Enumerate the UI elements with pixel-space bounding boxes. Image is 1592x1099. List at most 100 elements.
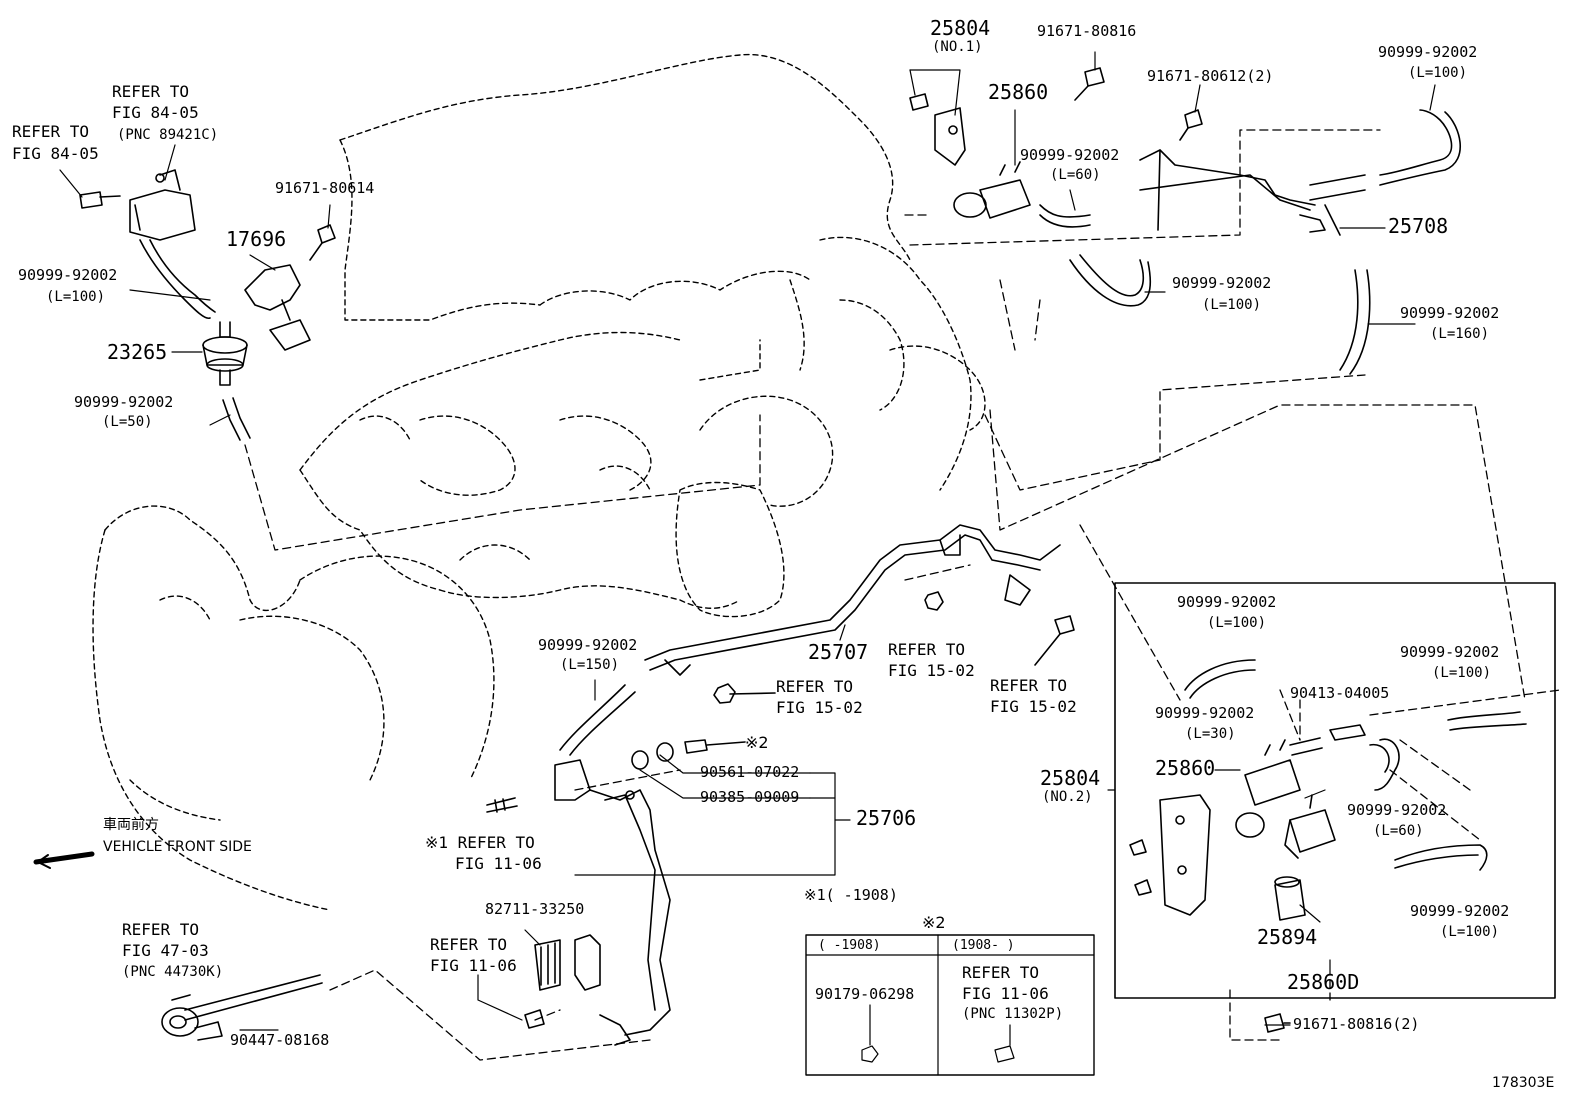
hose-tr-100 — [1379, 109, 1461, 186]
refer-47-03-pnc: (PNC 44730K) — [122, 964, 224, 980]
nut-refer-15-02-a — [713, 683, 776, 704]
refer-47-03-line2: FIG 47-03 — [122, 941, 209, 960]
refer-84-05-a-line2: FIG 84-05 — [112, 103, 199, 122]
legend-box — [805, 934, 1095, 1076]
inset-hose-c-length: (L=30) — [1185, 726, 1236, 742]
part-number-25804-no1: 25804 — [930, 16, 991, 40]
mark-1-note: ※1( -1908) — [804, 886, 898, 904]
inset-parts — [1129, 659, 1527, 1033]
inset-part-number-25894: 25894 — [1257, 925, 1318, 949]
filter-23265 — [202, 321, 248, 386]
hose-l150: 90999-92002 — [538, 636, 638, 654]
inset-part-number-25804: 25804 — [1040, 766, 1101, 790]
figure-id: 178303E — [1492, 1075, 1555, 1091]
vsv-17696 — [244, 264, 311, 351]
routing-lines — [244, 129, 1561, 1061]
inset-hose-e-length: (L=100) — [1440, 924, 1500, 940]
refer-15-02-b-line2: FIG 15-02 — [888, 661, 975, 680]
hose-100b — [1069, 254, 1152, 307]
bolt-tl — [79, 191, 121, 209]
refer-84-05-b-line1: REFER TO — [12, 122, 90, 141]
leader-lines — [59, 51, 1436, 1031]
bolt-91671-80816 — [1074, 67, 1105, 101]
refer-11-06-line1: REFER TO — [430, 935, 508, 954]
bolts-90561-90385 — [631, 739, 746, 770]
legend-part-90179-06298: 90179-06298 — [815, 985, 915, 1003]
inset-part-number-25860D: 25860D — [1287, 970, 1360, 994]
inset-part-number-91671-80816: 91671-80816(2) — [1293, 1015, 1420, 1033]
pipe-90447 — [161, 974, 323, 1041]
transmission-outline — [92, 505, 495, 911]
inset-hose-b: 90999-92002 — [1400, 643, 1500, 661]
refer-15-02-b-line1: REFER TO — [888, 640, 966, 659]
part-number-25707: 25707 — [808, 640, 869, 664]
direction-label-en: VEHICLE FRONT SIDE — [103, 839, 252, 855]
part-number-90385-09009: 90385-09009 — [700, 788, 800, 806]
nut-refer-15-02-b — [924, 591, 944, 611]
vsv-25860-top — [953, 161, 1031, 219]
part-number-90561-07022: 90561-07022 — [700, 763, 800, 781]
part-number-25708: 25708 — [1388, 214, 1449, 238]
part-number-17696: 17696 — [226, 227, 287, 251]
part-number-82711-33250: 82711-33250 — [485, 900, 585, 918]
legend-mark-2: ※2 — [922, 913, 946, 932]
inset-hose-d: 90999-92002 — [1347, 801, 1447, 819]
bolt-91671-80612 — [1179, 109, 1203, 141]
hose-60-top — [1039, 204, 1091, 228]
hose-left-100: 90999-92002 — [18, 266, 118, 284]
hose-100b: 90999-92002 — [1172, 274, 1272, 292]
refer-15-02-a-line1: REFER TO — [776, 677, 854, 696]
refer-11-06-line2: FIG 11-06 — [430, 956, 517, 975]
inset-hose-c: 90999-92002 — [1155, 704, 1255, 722]
inset-hose-b-length: (L=100) — [1432, 665, 1492, 681]
refer-47-03-line1: REFER TO — [122, 920, 200, 939]
part-number-25706: 25706 — [856, 806, 917, 830]
part-number-25860-top: 25860 — [988, 80, 1049, 104]
part-number-91671-80612: 91671-80612(2) — [1147, 67, 1274, 85]
hose-left-50-length: (L=50) — [102, 414, 153, 430]
hose-left-100 — [139, 239, 216, 320]
engine-outline — [299, 53, 986, 618]
bolt-91671-80614 — [309, 224, 336, 261]
legend-refer-line2: FIG 11-06 — [962, 984, 1049, 1003]
sensor-89421c — [129, 169, 196, 241]
hose-100b-length: (L=100) — [1202, 297, 1262, 313]
hose-top-right-length: (L=100) — [1408, 65, 1468, 81]
hose-left-50 — [222, 397, 251, 441]
hose-60-top: 90999-92002 — [1020, 146, 1120, 164]
refer-84-05-b-line2: FIG 84-05 — [12, 144, 99, 163]
bolt-refer-11-06 — [524, 1009, 545, 1029]
direction-label-jp: 車両前方 — [103, 817, 159, 833]
inset-frame — [1114, 582, 1556, 999]
hose-left-100-length: (L=100) — [46, 289, 106, 305]
inset-part-25804-sub: (NO.2) — [1042, 789, 1093, 805]
inset-part-number-25860: 25860 — [1155, 756, 1216, 780]
legend-col1-header: ( -1908) — [818, 938, 881, 953]
refer-15-02-a-line2: FIG 15-02 — [776, 698, 863, 717]
hose-160-length: (L=160) — [1430, 326, 1490, 342]
part-25804-no1-sub: (NO.1) — [932, 39, 983, 55]
inset-hose-a-length: (L=100) — [1207, 615, 1267, 631]
hose-60-top-length: (L=60) — [1050, 167, 1101, 183]
pipe-25707 — [644, 524, 1061, 676]
bracket-small — [574, 934, 601, 991]
bolt-refer-15-02-c — [1034, 615, 1075, 666]
legend-col2-header: (1908- ) — [952, 938, 1015, 953]
mark-1-refer-line2: FIG 11-06 — [455, 854, 542, 873]
clip-82711 — [534, 939, 561, 991]
legend-refer-line1: REFER TO — [962, 963, 1040, 982]
inset-hose-e: 90999-92002 — [1410, 902, 1510, 920]
inset-hose-d-length: (L=60) — [1373, 823, 1424, 839]
hose-160 — [1339, 269, 1371, 375]
refer-84-05-a-pnc: (PNC 89421C) — [117, 127, 219, 143]
hose-top-right: 90999-92002 — [1378, 43, 1478, 61]
refer-84-05-a-line1: REFER TO — [112, 82, 190, 101]
part-number-90447-08168: 90447-08168 — [230, 1031, 330, 1049]
mark-1-refer-line1: ※1 REFER TO — [425, 833, 535, 852]
refer-15-02-c-line2: FIG 15-02 — [990, 697, 1077, 716]
refer-15-02-c-line1: REFER TO — [990, 676, 1068, 695]
mark-2: ※2 — [745, 733, 769, 752]
part-number-91671-80614: 91671-80614 — [275, 179, 375, 197]
